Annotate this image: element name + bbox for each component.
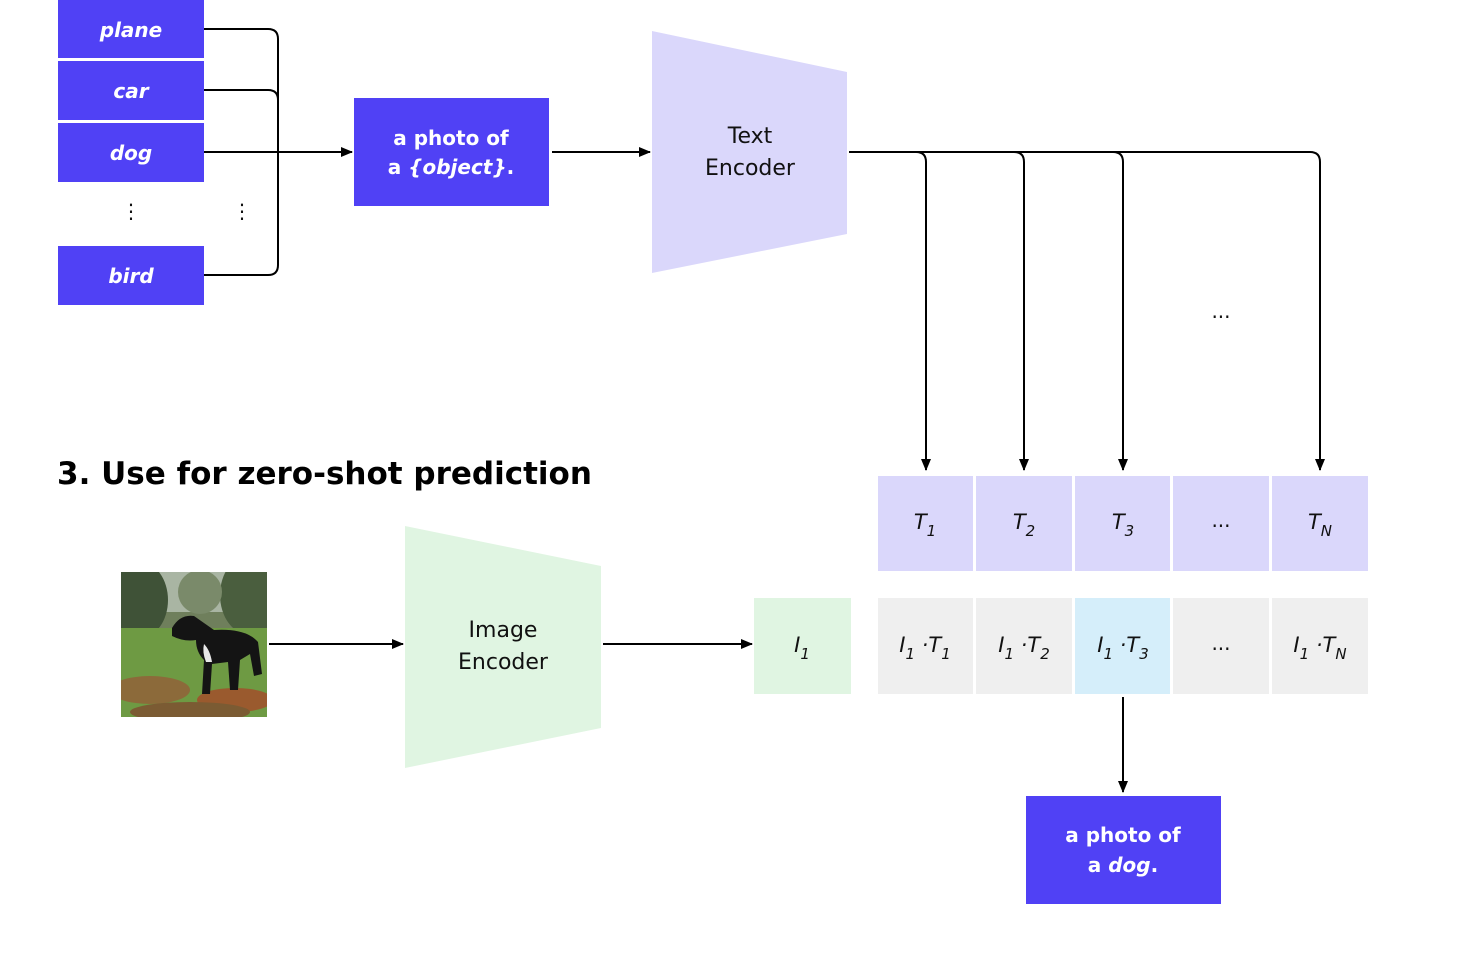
svg-text:I1 ·T2: I1 ·T2 <box>998 633 1049 663</box>
class-word-list: plane car dog ⋮ ⋮ bird <box>58 0 252 305</box>
svg-text:TN: TN <box>1308 510 1332 540</box>
class-word-label: plane <box>99 18 162 42</box>
prediction-line2: a dog. <box>1088 853 1158 877</box>
svg-text:I1: I1 <box>794 633 810 663</box>
svg-text:T3: T3 <box>1112 510 1134 540</box>
text-embedding-cell: T2 <box>976 476 1072 571</box>
text-embedding-connectors <box>849 151 1325 471</box>
predicted-class: dog <box>1108 853 1150 877</box>
similarity-cell-highlighted: I1 ·T3 <box>1075 598 1170 694</box>
prompt-line1: a photo of <box>393 126 509 150</box>
input-image <box>121 572 267 717</box>
similarity-cell: ... <box>1173 598 1269 694</box>
svg-text:T2: T2 <box>1013 510 1035 540</box>
svg-text:...: ... <box>1211 508 1230 532</box>
similarity-cell: I1 ·T2 <box>976 598 1072 694</box>
class-word-plane: plane <box>58 0 204 58</box>
text-embedding-cell: T1 <box>878 476 973 571</box>
image-encoder-line1: Image <box>469 618 538 643</box>
svg-text:T1: T1 <box>914 510 936 540</box>
svg-text:I1 ·T3: I1 ·T3 <box>1097 633 1148 663</box>
connector-ellipsis: ⋮ <box>232 199 252 223</box>
class-word-dog: dog <box>58 123 204 182</box>
svg-text:I1 ·T1: I1 ·T1 <box>899 633 950 663</box>
class-word-bird: bird <box>58 246 204 305</box>
prompt-line2: a {object}. <box>388 155 514 179</box>
class-word-label: bird <box>108 264 154 288</box>
similarity-cell: I1 ·TN <box>1272 598 1368 694</box>
prompt-template-box: a photo of a {object}. <box>354 98 549 206</box>
text-embedding-cell: ... <box>1173 476 1269 571</box>
text-embedding-cell: TN <box>1272 476 1368 571</box>
prediction-box: a photo of a dog. <box>1026 796 1221 904</box>
similarity-row: I1 ·T1 I1 ·T2 I1 ·T3 ... I1 ·TN <box>878 598 1368 694</box>
prediction-line1: a photo of <box>1065 823 1181 847</box>
image-embedding-cell: I1 <box>754 598 851 694</box>
text-encoder-line2: Encoder <box>705 156 796 181</box>
text-encoder: Text Encoder <box>652 31 847 273</box>
connector-ellipsis: ... <box>1211 299 1230 323</box>
text-embedding-cell: T3 <box>1075 476 1170 571</box>
class-word-label: dog <box>110 141 152 165</box>
svg-text:I1 ·TN: I1 ·TN <box>1293 633 1346 663</box>
image-encoder-line2: Encoder <box>458 650 549 675</box>
image-encoder: Image Encoder <box>405 526 601 768</box>
similarity-cell: I1 ·T1 <box>878 598 973 694</box>
text-encoder-line1: Text <box>727 124 773 149</box>
svg-text:...: ... <box>1211 631 1230 655</box>
text-embedding-row: T1 T2 T3 ... TN <box>878 476 1368 571</box>
class-list-ellipsis: ⋮ <box>121 199 141 223</box>
prompt-object-placeholder: {object} <box>408 155 506 179</box>
section-heading: 3. Use for zero-shot prediction <box>57 456 592 492</box>
class-word-label: car <box>113 79 149 103</box>
word-connectors <box>204 28 353 276</box>
class-word-car: car <box>58 61 204 120</box>
